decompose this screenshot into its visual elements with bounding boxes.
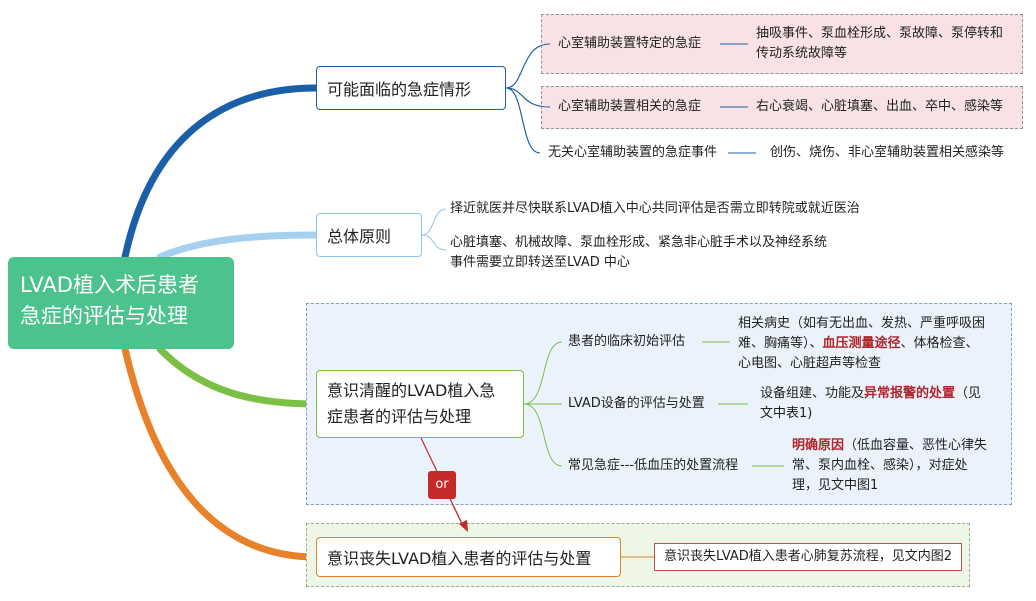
detail-cpr-process: 意识丧失LVAD植入患者心肺复苏流程，见文内图2 <box>654 543 962 571</box>
detail-line: 心电图、心脏超声等检查 <box>738 356 882 371</box>
detail-line: 常、泵内血栓、感染），对症处 <box>792 458 968 473</box>
detail-device-related: 右心衰竭、心脏填塞、出血、卒中、感染等 <box>756 99 1004 114</box>
branch-title-line2: 症患者的评估与处理 <box>327 407 472 426</box>
highlight-text: 明确原因 <box>792 438 845 453</box>
detail-text: 设备组建、功能及 <box>760 386 865 401</box>
branch-possible-emergencies[interactable]: 可能面临的急症情形 <box>316 66 506 110</box>
node-non-device[interactable]: 无关心室辅助装置的急症事件 <box>548 145 718 160</box>
branch-general-principles[interactable]: 总体原则 <box>316 213 422 257</box>
detail-line: 明确原因（低血容量、恶性心律失 <box>792 436 987 456</box>
link-root-branch2 <box>156 231 320 261</box>
detail-non-device: 创伤、烧伤、非心室辅助装置相关感染等 <box>770 145 1005 160</box>
branch-conscious-patient[interactable]: 意识清醒的LVAD植入急 症患者的评估与处理 <box>316 370 524 438</box>
branch-title-line1: 意识清醒的LVAD植入急 <box>327 381 496 400</box>
principle-1: 择近就医并尽快联系LVAD植入中心共同评估是否需立即转院或就近医治 <box>450 201 860 216</box>
principle-line: 事件需要立即转送至LVAD 中心 <box>450 255 630 270</box>
panel-device-related <box>541 86 1023 129</box>
node-lvad-device[interactable]: LVAD设备的评估与处置 <box>568 396 705 411</box>
branch-title: 可能面临的急症情形 <box>327 80 472 99</box>
branch-title: 意识丧失LVAD植入患者的评估与处置 <box>327 549 592 568</box>
root-node[interactable]: LVAD植入术后患者 急症的评估与处理 <box>8 257 234 349</box>
detail-text: 、体格检查、 <box>900 336 979 351</box>
branch-title: 总体原则 <box>327 227 392 246</box>
detail-line: 理，见文中图1 <box>792 478 879 493</box>
detail-text: （见 <box>955 386 982 401</box>
detail-text: 难、胸痛等）、 <box>738 336 823 351</box>
detail-line: 文中表1) <box>760 406 813 421</box>
highlight-text: 血压测量途径 <box>822 336 901 351</box>
principle-line: 心脏填塞、机械故障、泵血栓形成、紧急非心脏手术以及神经系统 <box>450 235 828 250</box>
link-root-branch1 <box>121 84 320 261</box>
detail-line: 难、胸痛等）、血压测量途径、体格检查、 <box>738 334 985 354</box>
detail-lvad-device: 设备组建、功能及异常报警的处置（见 文中表1) <box>760 384 981 424</box>
root-title-line2: 急症的评估与处理 <box>20 304 188 328</box>
detail-text: （低血容量、恶性心律失 <box>844 438 988 453</box>
panel-device-specific <box>541 14 1023 74</box>
detail-device-specific: 抽吸事件、泵血栓形成、泵故障、泵停转和 传动系统故障等 <box>756 24 1003 64</box>
or-badge: or <box>428 471 456 499</box>
detail-initial-assessment: 相关病史（如有无出血、发热、严重呼吸困 难、胸痛等）、血压测量途径、体格检查、 … <box>738 314 985 374</box>
detail-line: 传动系统故障等 <box>756 46 848 61</box>
root-title-line1: LVAD植入术后患者 <box>20 273 199 297</box>
branch-unconscious-patient[interactable]: 意识丧失LVAD植入患者的评估与处置 <box>316 537 621 577</box>
link-root-branch3 <box>156 345 320 408</box>
node-hypotension[interactable]: 常见急症---低血压的处置流程 <box>568 458 739 473</box>
detail-hypotension: 明确原因（低血容量、恶性心律失 常、泵内血栓、感染），对症处 理，见文中图1 <box>792 436 987 496</box>
detail-line: 相关病史（如有无出血、发热、严重呼吸困 <box>738 316 986 331</box>
node-device-specific[interactable]: 心室辅助装置特定的急症 <box>558 36 702 51</box>
principle-2: 心脏填塞、机械故障、泵血栓形成、紧急非心脏手术以及神经系统 事件需要立即转送至L… <box>450 233 827 273</box>
link-root-branch4 <box>121 345 320 561</box>
detail-line: 抽吸事件、泵血栓形成、泵故障、泵停转和 <box>756 26 1004 41</box>
highlight-text: 异常报警的处置 <box>864 386 956 401</box>
node-device-related[interactable]: 心室辅助装置相关的急症 <box>558 99 702 114</box>
node-initial-assessment[interactable]: 患者的临床初始评估 <box>568 334 686 349</box>
detail-line: 设备组建、功能及异常报警的处置（见 <box>760 384 981 404</box>
